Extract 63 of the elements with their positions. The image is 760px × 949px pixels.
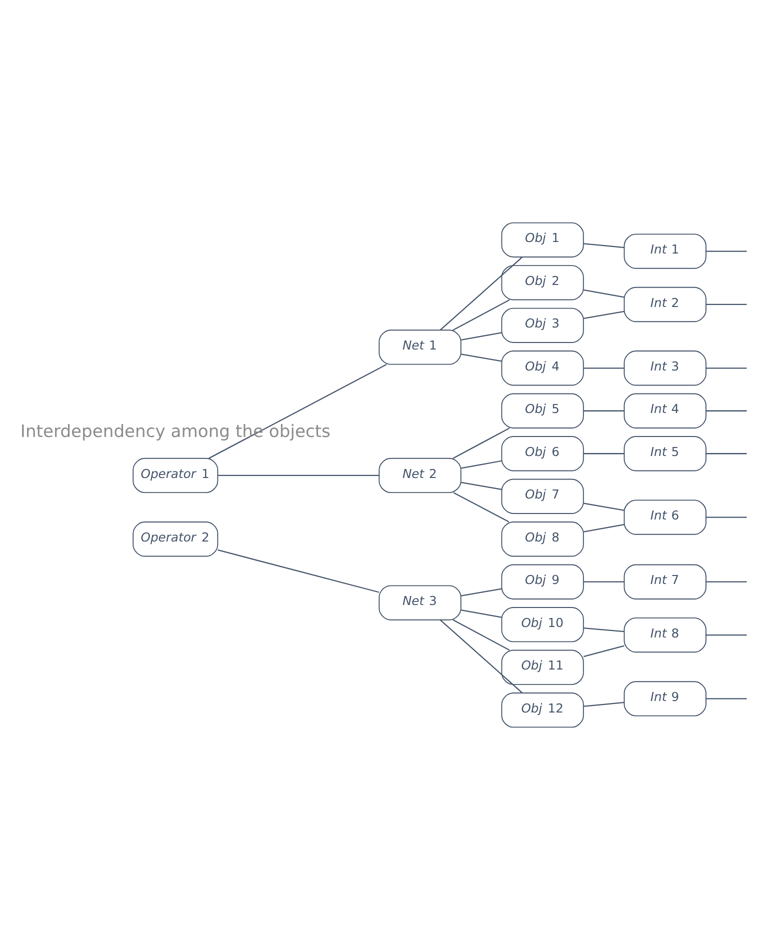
node-box: Net 3 [378,584,462,620]
connector [208,364,387,458]
connector [584,644,624,657]
connector [452,618,510,650]
connector [706,452,747,454]
node-box: Obj 7 [501,478,584,514]
connector [461,588,502,596]
connector [461,481,502,490]
connector [584,288,624,298]
connector [706,250,747,252]
node-box: Obj 9 [501,564,584,599]
connector [706,410,747,411]
node-box: Int 4 [624,392,706,428]
connector [706,698,747,699]
node-box: Int 7 [624,564,706,599]
connector [461,608,502,618]
connector [584,701,624,706]
node-box: Int 3 [624,350,706,386]
label: Interdependency among the objects [20,421,330,442]
node-box: Obj 10 [501,606,584,642]
node-box: Obj 12 [501,692,584,728]
node-box: Int 6 [624,499,706,534]
node-box: Operator 1 [132,457,218,493]
connector [584,627,624,632]
node-box: Obj 1 [501,222,584,257]
connector [706,303,747,305]
node-box: Int 1 [624,233,706,268]
node-box: Obj 3 [501,307,584,342]
node-box: Obj 11 [501,649,584,684]
connector [706,516,747,518]
connector [584,310,624,318]
connector [584,410,624,411]
connector [440,619,523,693]
connector [584,452,624,454]
node-box: Obj 8 [501,521,584,556]
node-box: Operator 2 [132,521,218,556]
connector [584,502,624,510]
node-box: Int 2 [624,286,706,322]
connector [706,580,747,582]
node-box: Obj 5 [501,392,584,428]
connector [218,474,379,476]
connector [453,492,510,522]
node-box: Int 8 [624,616,706,652]
node-box: Int 9 [624,680,706,716]
connector [706,367,747,368]
connector [584,367,624,368]
connector [584,580,624,582]
connector [584,242,624,248]
node-box: Obj 6 [501,436,584,471]
node-box: Int 5 [624,436,706,471]
connector [461,332,502,340]
node-box: Obj 2 [501,264,584,300]
connector [440,256,523,330]
connector [461,353,502,362]
connector [461,460,502,468]
connector [706,634,747,636]
connector [452,298,510,330]
connector [452,427,510,458]
connector [584,523,624,532]
connector [218,548,380,592]
node-box: Net 2 [378,457,462,493]
node-box: Obj 4 [501,350,584,386]
node-box: Net 1 [378,329,462,364]
